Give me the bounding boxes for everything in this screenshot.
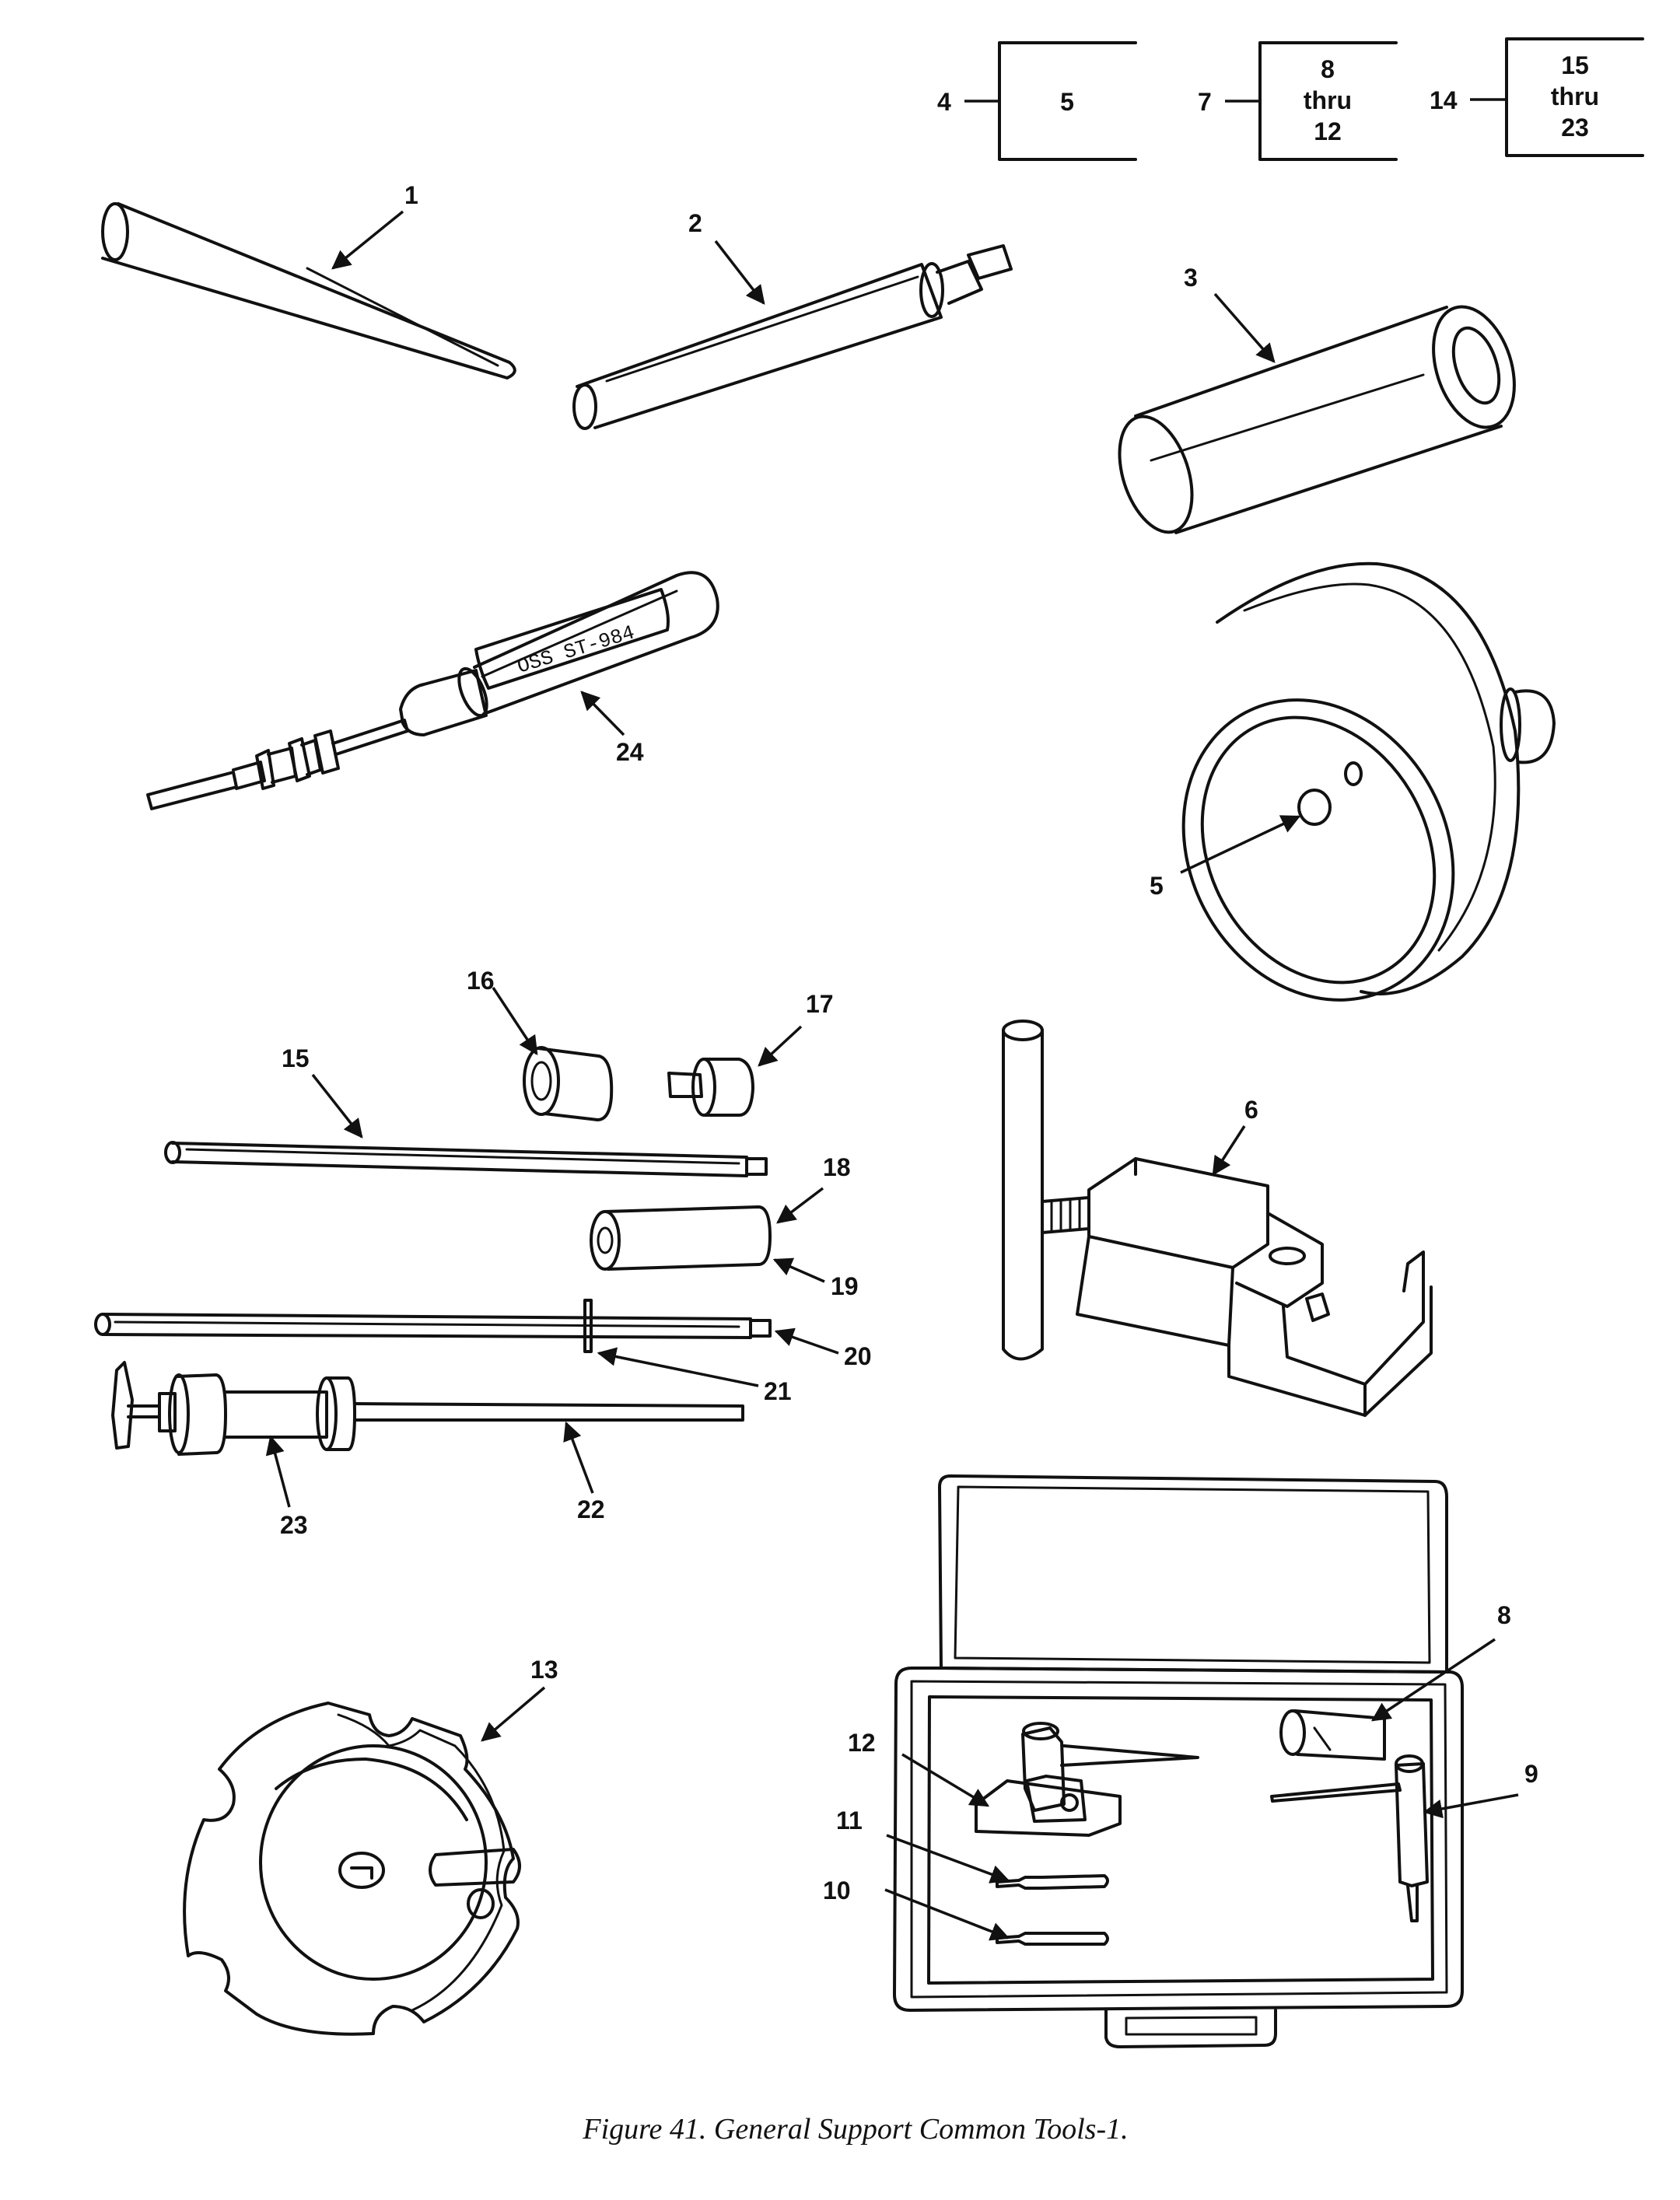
ref-box-14: 14 15 thru 23 bbox=[1430, 37, 1644, 157]
tool-12-gauge-block bbox=[975, 1722, 1199, 1837]
callout-22: 22 bbox=[577, 1495, 605, 1523]
tool-1-tapered-drift bbox=[101, 202, 516, 379]
figure-caption: Figure 41. General Support Common Tools-… bbox=[582, 2113, 1128, 2146]
callout-16: 16 bbox=[467, 967, 495, 995]
callout-2: 2 bbox=[688, 209, 702, 237]
ref-box-4-lead: 4 bbox=[937, 88, 951, 116]
tool-17-adapter-screw bbox=[667, 1058, 754, 1117]
tool-16-collet bbox=[523, 1046, 614, 1121]
ref-box-14-lead: 14 bbox=[1430, 86, 1458, 114]
callout-5: 5 bbox=[1150, 872, 1164, 900]
ref-box-4-text: 5 bbox=[1060, 88, 1074, 116]
tool-9-pin-tool bbox=[1270, 1754, 1429, 1922]
ref-box-7-line-2: thru bbox=[1304, 86, 1352, 114]
ref-box-7: 7 8 thru 12 bbox=[1198, 41, 1398, 161]
ref-box-7-line-1: 8 bbox=[1321, 55, 1335, 83]
callout-13: 13 bbox=[530, 1656, 558, 1684]
tool-18-19-spacer bbox=[590, 1205, 772, 1271]
callout-17: 17 bbox=[806, 990, 834, 1018]
ref-box-14-line-3: 23 bbox=[1561, 114, 1589, 142]
ref-box-14-line-1: 15 bbox=[1561, 51, 1589, 79]
tool-3-sleeve bbox=[1118, 305, 1516, 534]
callout-24: 24 bbox=[616, 738, 644, 766]
ref-box-4: 4 5 bbox=[937, 41, 1137, 161]
ref-box-7-line-3: 12 bbox=[1314, 117, 1342, 145]
tool-22-23-slide-hammer bbox=[111, 1361, 744, 1456]
callout-21: 21 bbox=[764, 1377, 792, 1405]
tool-11-pin bbox=[996, 1874, 1109, 1890]
tool-8-sleeve bbox=[1279, 1709, 1386, 1761]
callout-3: 3 bbox=[1184, 264, 1198, 292]
callout-18: 18 bbox=[823, 1153, 851, 1181]
leader-lines bbox=[265, 210, 1519, 1941]
callout-15: 15 bbox=[282, 1044, 310, 1072]
callout-12: 12 bbox=[848, 1729, 876, 1757]
tool-10-pin bbox=[996, 1932, 1109, 1946]
ref-box-7-lead: 7 bbox=[1198, 88, 1212, 116]
tool-6-t-handle-fixture bbox=[1002, 1020, 1433, 1417]
callout-11: 11 bbox=[836, 1807, 863, 1834]
tool-15-rod bbox=[164, 1141, 768, 1177]
callout-20: 20 bbox=[844, 1342, 872, 1370]
ref-box-14-line-2: thru bbox=[1551, 82, 1599, 110]
callout-labels: 1 2 3 5 6 8 9 10 11 12 13 15 16 17 18 19… bbox=[280, 181, 1538, 1904]
callout-6: 6 bbox=[1244, 1096, 1258, 1124]
tool-24-extraction-tool: OSS ST-984 bbox=[146, 571, 719, 810]
tool-5-adapter-cup bbox=[1181, 561, 1556, 1002]
tool-13-spanner-plate bbox=[183, 1702, 521, 2036]
callout-23: 23 bbox=[280, 1511, 308, 1539]
tool-2-driver bbox=[572, 244, 1013, 430]
callout-19: 19 bbox=[831, 1272, 859, 1300]
callout-10: 10 bbox=[823, 1876, 851, 1904]
tool-20-21-rod bbox=[94, 1299, 772, 1353]
callout-1: 1 bbox=[404, 181, 418, 209]
callout-8: 8 bbox=[1497, 1601, 1511, 1629]
tool-case bbox=[893, 1474, 1464, 2048]
callout-9: 9 bbox=[1524, 1760, 1538, 1788]
